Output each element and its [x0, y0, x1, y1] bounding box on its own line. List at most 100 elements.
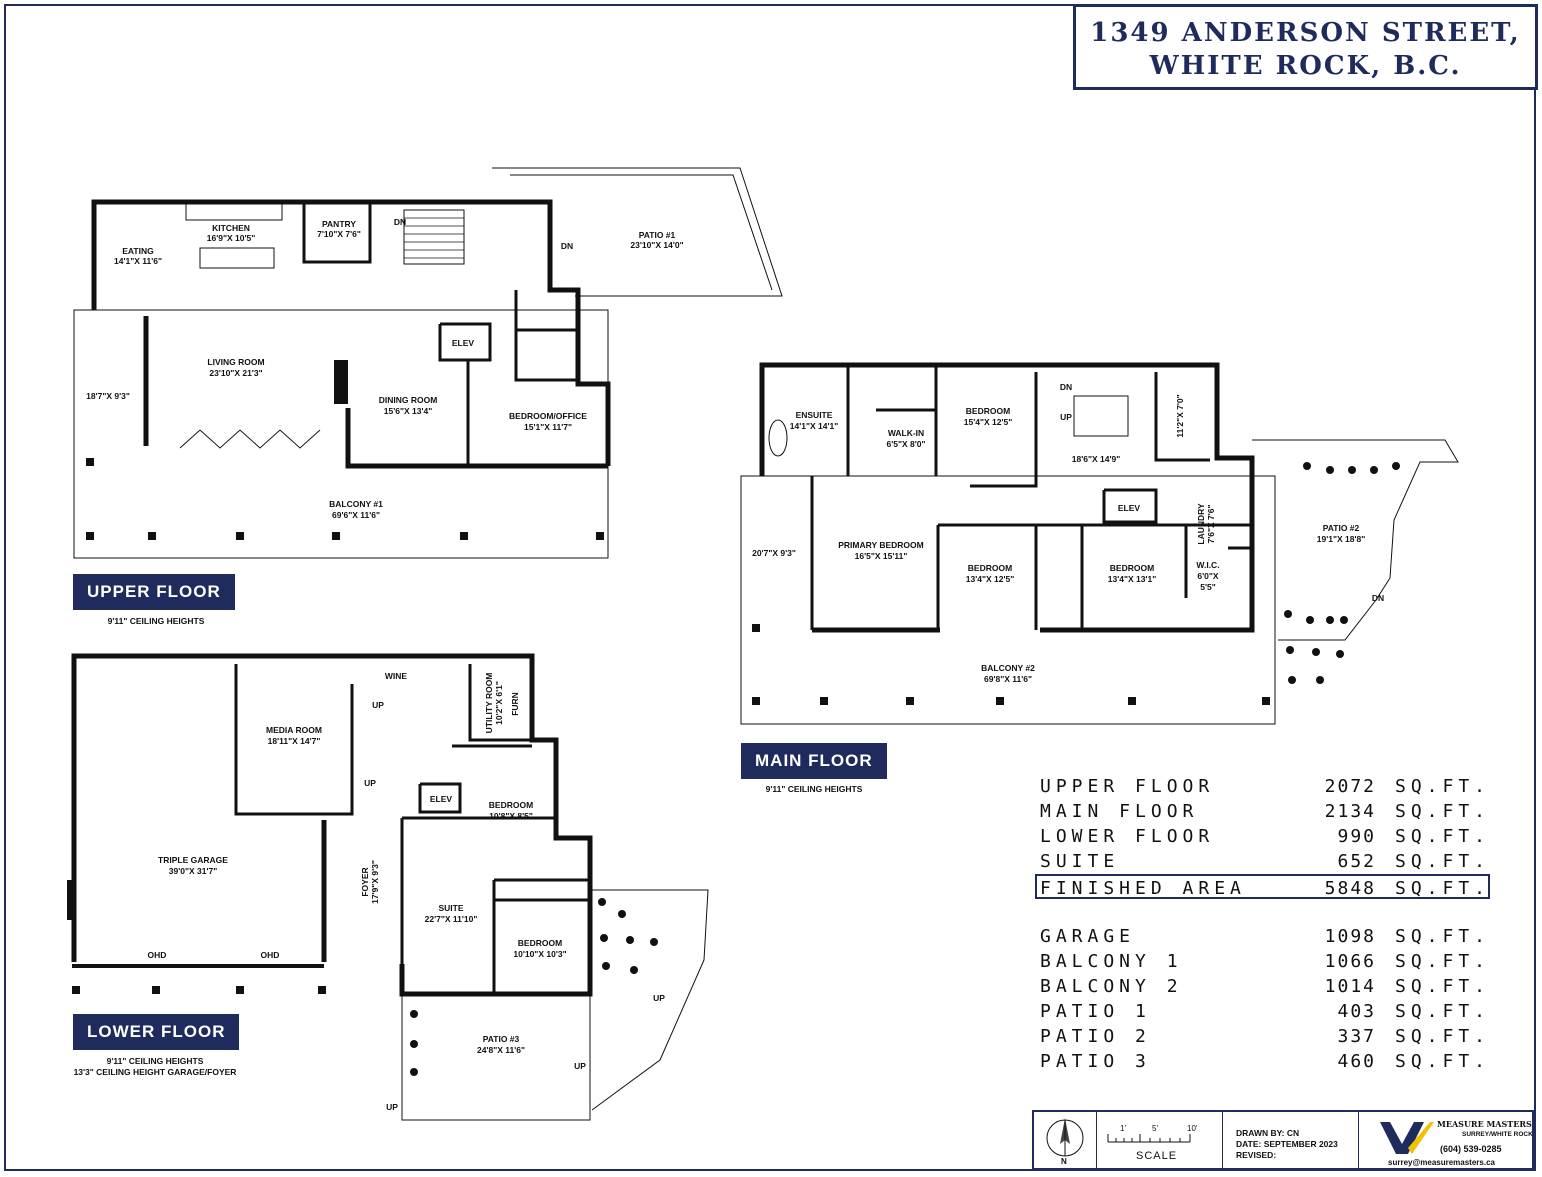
wine-label: WINE — [385, 671, 408, 681]
area-unit: SQ.FT. — [1395, 776, 1491, 797]
main-elevator: ELEV — [1118, 503, 1141, 513]
scale-bar-icon — [1107, 1134, 1191, 1143]
title-block — [1032, 1110, 1534, 1170]
lower-exterior-walls — [71, 653, 593, 997]
kitchen-island — [199, 247, 275, 269]
finished-area-label: FINISHED AREA — [1040, 878, 1246, 899]
main-bedroom-b-dims: 13'4"X 12'5" — [966, 574, 1015, 584]
lower-ceiling-note-2: 13'3" CEILING HEIGHT GARAGE/FOYER — [73, 1067, 237, 1077]
patio-3-dims: 24'8"X 11'6" — [477, 1045, 525, 1055]
company-location: SURREY/WHITE ROCK — [1462, 1131, 1533, 1138]
lower-bedroom-a-label: BEDROOM — [489, 800, 533, 810]
upper-exterior-walls — [91, 199, 611, 469]
wic-dims: 6'0"X — [1197, 571, 1219, 581]
scale-label: SCALE — [1136, 1150, 1178, 1162]
north-arrow-icon — [1046, 1118, 1084, 1157]
upper-floor-plan: EATING 14'1"X 11'6" KITCHEN 16'9"X 10'5"… — [73, 167, 783, 559]
lower-floor-badge: LOWER FLOOR — [73, 1014, 240, 1050]
area-value: 2072 — [1324, 776, 1376, 797]
stair-up — [403, 209, 465, 265]
area-value: 1014 — [1324, 976, 1376, 997]
company-name: MEASURE MASTERS — [1437, 1119, 1532, 1129]
pantry-dims: 7'10"X 7'6" — [317, 229, 361, 239]
dining-room-dims: 15'6"X 13'4" — [384, 406, 433, 416]
area-unit: SQ.FT. — [1395, 801, 1491, 822]
area-unit: SQ.FT. — [1395, 976, 1491, 997]
sheet-border — [4, 4, 1536, 1171]
area-row: BALCONY 2 1014 SQ.FT. — [1040, 974, 1500, 999]
ensuite-dims: 14'1"X 14'1" — [790, 421, 839, 431]
living-room-dims: 23'10"X 21'3" — [209, 368, 262, 378]
upper-ceiling-note: 9'11" CEILING HEIGHTS — [107, 616, 205, 626]
triple-garage-label: TRIPLE GARAGE — [158, 855, 228, 865]
area-unit: SQ.FT. — [1395, 926, 1491, 947]
area-unit: SQ.FT. — [1395, 1001, 1491, 1022]
measure-masters-logo-icon — [1380, 1122, 1434, 1154]
area-label: GARAGE — [1040, 926, 1136, 947]
garage-posts — [72, 986, 326, 994]
main-stair — [1073, 395, 1129, 437]
lower-bedroom-a-dims: 10'8"X 8'5" — [489, 811, 533, 821]
area-value: 990 — [1337, 826, 1376, 847]
main-exterior-walls — [759, 362, 1255, 633]
upper-patio-outline — [492, 167, 783, 297]
scale-tick-1: 1' — [1120, 1124, 1126, 1133]
balcony-2-label: BALCONY #2 — [981, 663, 1035, 673]
lower-up-4: UP — [574, 1061, 586, 1071]
area-unit: SQ.FT. — [1395, 851, 1491, 872]
balcony-2-posts — [752, 624, 1270, 705]
balcony-1-label: BALCONY #1 — [329, 499, 383, 509]
suite-label: SUITE — [438, 903, 463, 913]
ohd-label-2: OHD — [261, 950, 280, 960]
media-room-dims: 18'11"X 14'7" — [268, 736, 321, 746]
area-value: 403 — [1337, 1001, 1376, 1022]
balcony-2-outline — [740, 475, 1276, 725]
main-closet-dims: 11'2"X 7'0" — [1175, 394, 1185, 437]
main-west-room-dims: 20'7"X 9'3" — [752, 548, 796, 558]
upper-door-dn: DN — [561, 241, 573, 251]
north-label: N — [1061, 1157, 1067, 1166]
area-label: BALCONY 2 — [1040, 976, 1183, 997]
garage-door-left — [72, 964, 324, 968]
area-unit: SQ.FT. — [1395, 1026, 1491, 1047]
lower-up-1: UP — [372, 700, 384, 710]
wic-label: W.I.C. — [1196, 560, 1219, 570]
ohd-label-1: OHD — [148, 950, 167, 960]
garage-wall-window — [67, 880, 75, 920]
main-stair-up: UP — [1060, 412, 1072, 422]
drawn-by: DRAWN BY: CN — [1236, 1128, 1300, 1138]
lower-bedroom-b-dims: 10'10"X 10'3" — [513, 949, 566, 959]
living-room-label: LIVING ROOM — [207, 357, 264, 367]
revised: REVISED: — [1236, 1150, 1277, 1160]
drawing-date: DATE: SEPTEMBER 2023 — [1236, 1139, 1338, 1149]
eating-dims: 14'1"X 11'6" — [114, 256, 162, 266]
eating-label: EATING — [122, 246, 154, 256]
address-line-1: 1349 ANDERSON STREET, — [1090, 18, 1521, 48]
patio-2-label: PATIO #2 — [1323, 523, 1360, 533]
area-label: BALCONY 1 — [1040, 951, 1183, 972]
balcony-1-posts — [86, 458, 604, 540]
main-stair-dn: DN — [1060, 382, 1072, 392]
drawn-by-cell — [1222, 1112, 1359, 1168]
drawing-info: DRAWN BY: CN DATE: SEPTEMBER 2023 REVISE… — [1236, 1128, 1338, 1161]
laundry-dims: 7'6"X 7'6" — [1206, 504, 1216, 543]
area-unit: SQ.FT. — [1395, 826, 1491, 847]
main-bedroom-a-dims: 15'4"X 12'5" — [964, 417, 1013, 427]
balcony-2-dims: 69'8"X 11'6" — [984, 674, 1032, 684]
suite-dims: 22'7"X 11'10" — [425, 914, 478, 924]
scale-tick-10: 10' — [1187, 1124, 1198, 1133]
kitchen-label: KITCHEN — [212, 223, 250, 233]
bathtub — [768, 419, 788, 457]
balcony-1-outline — [73, 309, 609, 559]
lower-ceiling-note: 9'11" CEILING HEIGHTS — [106, 1056, 204, 1066]
upper-patio-rail — [510, 174, 773, 291]
kitchen-dims: 16'9"X 10'5" — [207, 233, 256, 243]
company-email: surrey@measuremasters.ca — [1388, 1158, 1495, 1167]
kitchen-counter — [185, 203, 283, 221]
lower-up-3: UP — [653, 993, 665, 1003]
planters-lower — [410, 898, 658, 1076]
